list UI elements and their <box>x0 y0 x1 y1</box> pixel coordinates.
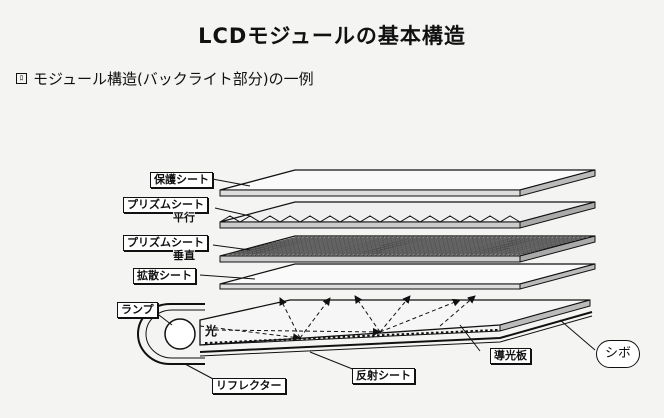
label-lamp: ランプ <box>117 302 158 318</box>
prism-sheet-parallel-layer <box>219 201 596 229</box>
label-reflector: リフレクター <box>212 378 286 394</box>
prism-sheet-vertical-layer <box>219 235 596 263</box>
protect-sheet-layer <box>219 169 596 197</box>
label-light-guide: 導光板 <box>490 348 531 364</box>
label-light: 光 <box>205 324 218 338</box>
leader-lines <box>154 177 596 381</box>
subtitle-text: モジュール構造(バックライト部分)の一例 <box>33 70 314 88</box>
light-rays <box>199 295 476 342</box>
label-protect-sheet: 保護シート <box>150 172 213 188</box>
label-diffuse-sheet: 拡散シート <box>133 268 196 284</box>
page-title: LCDモジュールの基本構造 <box>198 24 466 48</box>
label-vertical: 垂直 <box>173 249 195 262</box>
light-guide-layer <box>199 299 591 346</box>
label-prism-sheet-parallel: プリズムシート <box>123 197 208 213</box>
bullet-icon: ﾛ <box>16 73 27 84</box>
diffuse-sheet-layer <box>219 263 596 290</box>
label-prism-sheet-vertical: プリズムシート <box>123 235 208 251</box>
subtitle: ﾛ モジュール構造(バックライト部分)の一例 <box>16 68 314 89</box>
label-shibo: シボ <box>596 340 640 368</box>
label-reflect-sheet: 反射シート <box>352 368 415 384</box>
reflector-lamp <box>137 303 205 365</box>
label-parallel: 平行 <box>173 211 195 224</box>
